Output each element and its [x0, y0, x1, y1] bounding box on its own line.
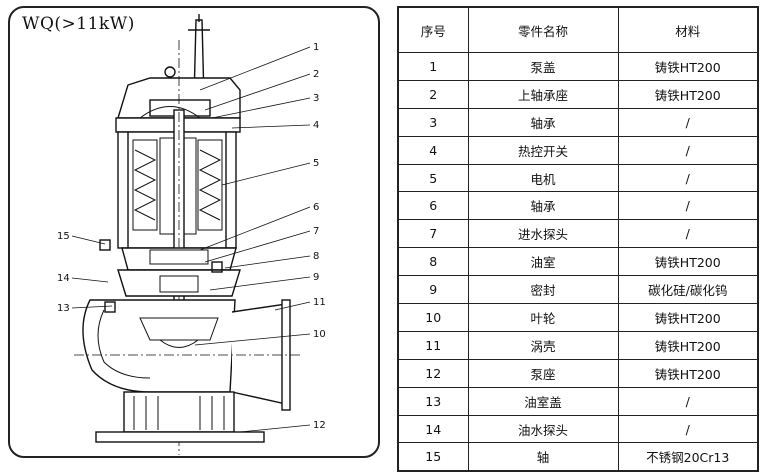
- part-name: 泵座: [467, 358, 619, 388]
- row-number: 7: [397, 219, 469, 249]
- callout-13: 13: [57, 303, 70, 314]
- callout-11: 11: [313, 297, 326, 308]
- callout-3: 3: [313, 93, 319, 104]
- callout-2: 2: [313, 69, 319, 80]
- part-name: 密封: [467, 275, 619, 305]
- part-name: 油室盖: [467, 386, 619, 416]
- material: 铸铁HT200: [617, 79, 759, 109]
- part-name: 进水探头: [467, 219, 619, 249]
- row-number: 5: [397, 163, 469, 193]
- row-number: 3: [397, 107, 469, 137]
- material: /: [617, 163, 759, 193]
- row-number: 4: [397, 135, 469, 165]
- part-name: 轴承: [467, 191, 619, 221]
- callout-5: 5: [313, 158, 319, 169]
- material: 铸铁HT200: [617, 358, 759, 388]
- row-number: 15: [397, 442, 469, 472]
- part-name: 电机: [467, 163, 619, 193]
- material: /: [617, 219, 759, 249]
- column-header-part-name: 零件名称: [467, 6, 619, 53]
- callout-4: 4: [313, 120, 319, 131]
- callout-7: 7: [313, 226, 319, 237]
- part-name: 热控开关: [467, 135, 619, 165]
- material: 铸铁HT200: [617, 52, 759, 81]
- material: 铸铁HT200: [617, 247, 759, 277]
- pump-cross-section-drawing: 1 2 3 4 5 6 7 8 9 10 11 12 13 14 15: [57, 14, 326, 455]
- row-number: 10: [397, 303, 469, 332]
- row-number: 12: [397, 358, 469, 388]
- row-number: 1: [397, 52, 469, 81]
- part-name: 油水探头: [467, 414, 619, 444]
- material: /: [617, 191, 759, 221]
- part-name: 叶轮: [467, 303, 619, 332]
- row-number: 6: [397, 191, 469, 221]
- material: /: [617, 107, 759, 137]
- table-header-row: 序号 零件名称 材料: [397, 6, 759, 53]
- material: 不锈钢20Cr13: [617, 442, 759, 472]
- material: /: [617, 386, 759, 416]
- callout-9: 9: [313, 272, 319, 283]
- part-name: 泵盖: [467, 52, 619, 81]
- callout-14: 14: [57, 273, 70, 284]
- callout-15: 15: [57, 231, 70, 242]
- part-name: 涡壳: [467, 330, 619, 360]
- callout-1: 1: [313, 42, 319, 53]
- column-header-material: 材料: [617, 6, 759, 53]
- row-number: 9: [397, 275, 469, 305]
- row-number: 11: [397, 330, 469, 360]
- column-header-number: 序号: [397, 6, 469, 53]
- material: 铸铁HT200: [617, 330, 759, 360]
- part-name: 轴: [467, 442, 619, 472]
- part-name: 轴承: [467, 107, 619, 137]
- row-number: 2: [397, 79, 469, 109]
- row-number: 14: [397, 414, 469, 444]
- callout-10: 10: [313, 329, 326, 340]
- material: /: [617, 135, 759, 165]
- model-label: WQ(>11kW): [22, 14, 135, 34]
- row-number: 13: [397, 386, 469, 416]
- callout-6: 6: [313, 202, 319, 213]
- part-name: 油室: [467, 247, 619, 277]
- material: 碳化硅/碳化钨: [617, 275, 759, 305]
- callout-12: 12: [313, 420, 326, 431]
- material: /: [617, 414, 759, 444]
- callout-8: 8: [313, 251, 319, 262]
- material: 铸铁HT200: [617, 303, 759, 332]
- part-name: 上轴承座: [467, 79, 619, 109]
- row-number: 8: [397, 247, 469, 277]
